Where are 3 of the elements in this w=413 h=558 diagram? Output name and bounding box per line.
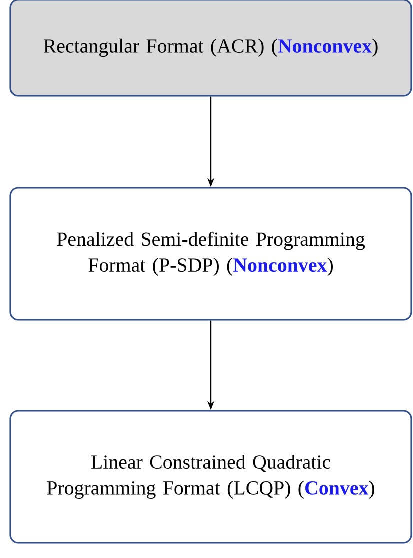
process-box: Linear Constrained Quadratic Programming Format (LCQP) (Convex) — [10, 410, 412, 544]
process-box: Rectangular Format (ACR) (Nonconvex) — [10, 0, 412, 97]
process-box: Penalized Semi-definite Programming Format (P-SDP) (Nonconvex) — [10, 187, 412, 321]
